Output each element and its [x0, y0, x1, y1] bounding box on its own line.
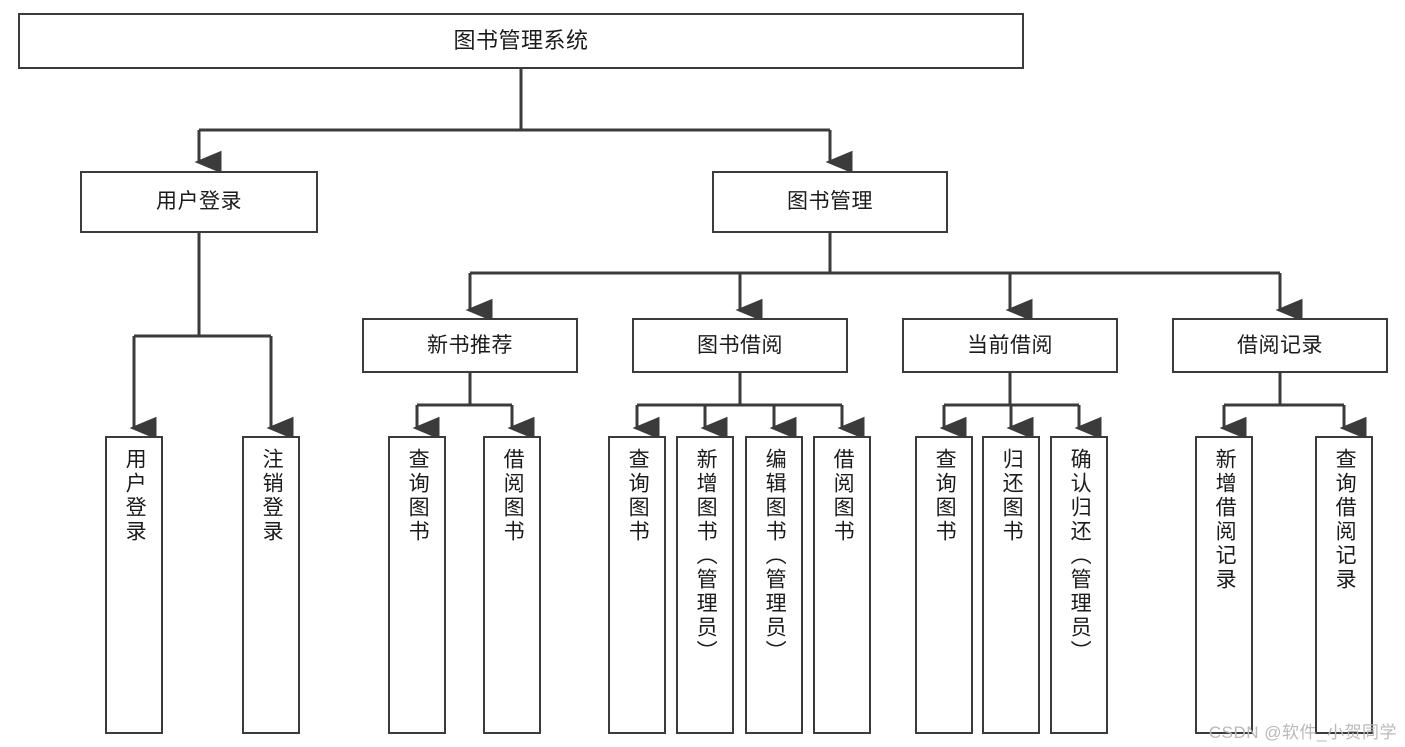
csdn-watermark: CSDN @软件_小贺同学 — [1208, 723, 1397, 742]
node-leaf-add-record-label: 新增借阅记录 — [1213, 448, 1237, 592]
node-leaf-borrow-book-2-label: 借阅图书 — [831, 448, 855, 544]
node-leaf-edit-book-label: 编辑图书（管理员） — [763, 448, 787, 664]
node-borrow-record[interactable]: 借阅记录 — [1172, 318, 1388, 373]
node-new-book-rec-label: 新书推荐 — [427, 333, 513, 357]
node-leaf-query-book-1[interactable]: 查询图书 — [388, 436, 446, 734]
node-leaf-borrow-book-1-label: 借阅图书 — [501, 448, 525, 544]
node-leaf-borrow-book-2[interactable]: 借阅图书 — [813, 436, 871, 734]
node-leaf-return-book[interactable]: 归还图书 — [982, 436, 1040, 734]
node-leaf-query-book-3-label: 查询图书 — [933, 448, 957, 544]
node-leaf-query-book-2[interactable]: 查询图书 — [608, 436, 666, 734]
node-leaf-logout-label: 注销登录 — [260, 448, 284, 544]
node-new-book-rec[interactable]: 新书推荐 — [362, 318, 578, 373]
node-book-manage-label: 图书管理 — [787, 190, 873, 214]
node-leaf-user-login-label: 用户登录 — [123, 448, 147, 544]
node-root[interactable]: 图书管理系统 — [18, 13, 1024, 69]
node-leaf-add-record[interactable]: 新增借阅记录 — [1195, 436, 1253, 734]
node-leaf-edit-book[interactable]: 编辑图书（管理员） — [745, 436, 803, 734]
node-root-label: 图书管理系统 — [453, 27, 589, 53]
node-leaf-query-record[interactable]: 查询借阅记录 — [1315, 436, 1373, 734]
node-leaf-logout[interactable]: 注销登录 — [242, 436, 300, 734]
node-book-manage[interactable]: 图书管理 — [712, 171, 948, 233]
node-leaf-confirm-return[interactable]: 确认归还（管理员） — [1050, 436, 1108, 734]
node-leaf-query-book-1-label: 查询图书 — [406, 448, 430, 544]
node-leaf-return-book-label: 归还图书 — [1000, 448, 1024, 544]
node-current-borrow[interactable]: 当前借阅 — [902, 318, 1118, 373]
node-user-login-label: 用户登录 — [156, 190, 242, 214]
node-book-borrow-label: 图书借阅 — [697, 333, 783, 357]
node-user-login[interactable]: 用户登录 — [80, 171, 318, 233]
node-leaf-query-book-3[interactable]: 查询图书 — [915, 436, 973, 734]
node-book-borrow[interactable]: 图书借阅 — [632, 318, 848, 373]
node-leaf-borrow-book-1[interactable]: 借阅图书 — [483, 436, 541, 734]
node-leaf-query-record-label: 查询借阅记录 — [1333, 448, 1357, 592]
node-leaf-add-book-label: 新增图书（管理员） — [694, 448, 718, 664]
node-leaf-user-login[interactable]: 用户登录 — [105, 436, 163, 734]
node-leaf-query-book-2-label: 查询图书 — [626, 448, 650, 544]
node-leaf-add-book[interactable]: 新增图书（管理员） — [676, 436, 734, 734]
node-leaf-confirm-return-label: 确认归还（管理员） — [1068, 448, 1092, 664]
node-borrow-record-label: 借阅记录 — [1237, 333, 1323, 357]
node-current-borrow-label: 当前借阅 — [967, 333, 1053, 357]
